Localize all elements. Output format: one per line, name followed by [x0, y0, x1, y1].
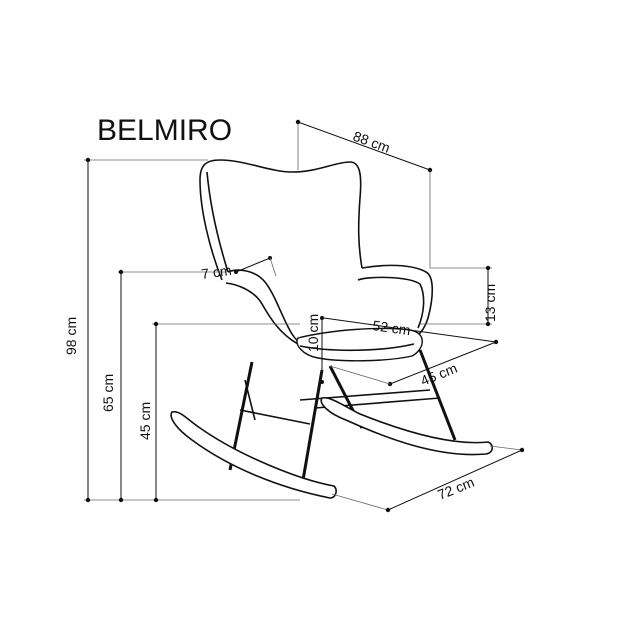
chair-illustration — [170, 159, 494, 499]
label-depth: 72 cm — [435, 474, 476, 503]
dim-seat-height: 45 cm — [137, 321, 300, 503]
dim-depth: 72 cm — [331, 445, 525, 513]
armrest-left-inner — [225, 282, 299, 345]
armrest-right — [361, 264, 434, 341]
dim-total-height: 98 cm — [63, 157, 300, 503]
leg-front-right — [300, 369, 324, 487]
rocker-left — [170, 410, 337, 499]
label-total-height: 98 cm — [63, 317, 79, 355]
dim-backrest-thickness: 7 cm — [200, 256, 277, 282]
brace-small — [244, 379, 256, 421]
label-backrest-thickness: 7 cm — [200, 262, 232, 282]
seat-cushion-edge — [299, 343, 415, 352]
product-title: BELMIRO — [97, 114, 232, 147]
brace-front — [239, 409, 311, 425]
dim-armrest-height: 65 cm — [100, 269, 226, 503]
dim-armrest-above-seat: 13 cm — [420, 265, 498, 327]
seat-cushion — [296, 327, 423, 362]
label-armrest-above-seat: 13 cm — [482, 284, 498, 322]
armrest-right-inner — [357, 276, 425, 329]
leg-back-right — [418, 349, 457, 441]
label-seat-cushion-thickness: 10 cm — [305, 314, 321, 352]
backrest-inner — [206, 171, 229, 273]
label-width: 88 cm — [351, 128, 392, 156]
label-seat-height: 45 cm — [137, 402, 153, 440]
armrest-left — [227, 269, 311, 347]
dim-seat-cushion-thickness: 10 cm — [305, 314, 324, 384]
dim-width: 88 cm — [295, 119, 433, 268]
label-armrest-height: 65 cm — [100, 374, 116, 412]
backrest-outline — [199, 159, 363, 281]
rocker-right — [320, 396, 494, 456]
label-seat-width: 52 cm — [372, 317, 412, 338]
